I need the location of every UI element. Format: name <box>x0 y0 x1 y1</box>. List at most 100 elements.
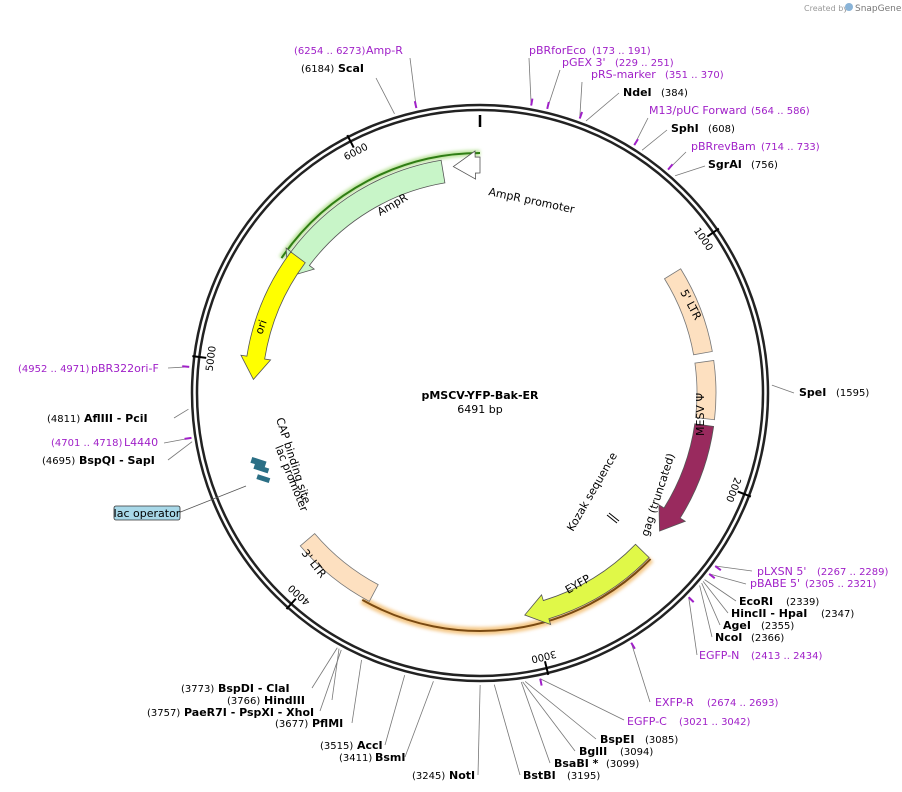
primer-name: pBABE 5' <box>750 577 800 590</box>
site-name: BspEI <box>600 733 634 746</box>
primer-pos: (351 .. 370) <box>665 70 724 81</box>
leader-line <box>771 384 795 394</box>
leader-lines <box>163 57 795 776</box>
site-name: BsmI <box>375 751 406 764</box>
site-pos: (384) <box>661 88 688 99</box>
primer-mark <box>578 111 584 119</box>
site-name: ScaI <box>338 62 364 75</box>
leader-line <box>528 57 532 106</box>
site-name: HindIII <box>264 694 305 707</box>
site-name: PflMI <box>312 717 343 730</box>
lac-operator-mark <box>256 474 271 484</box>
kozak-marker <box>606 512 620 524</box>
primer-mark <box>539 678 543 686</box>
leader-line <box>674 165 706 177</box>
leader-line <box>409 57 417 109</box>
primer-pos: (2413 .. 2434) <box>751 651 823 662</box>
site-pos: (3515) <box>320 741 353 752</box>
tick-label: 2000 <box>723 476 742 504</box>
primer-name: pBRforEco <box>529 44 586 57</box>
site-name: BglII <box>579 745 607 758</box>
primer-pos: (2267 .. 2289) <box>817 567 889 578</box>
primer-mark <box>667 163 674 171</box>
site-pos: (756) <box>751 160 778 171</box>
leader-line <box>702 581 729 614</box>
feature-gag <box>658 423 715 532</box>
site-pos: (2347) <box>821 609 854 620</box>
site-pos: (2339) <box>786 597 819 608</box>
site-name: NcoI <box>715 631 742 644</box>
leader-line <box>585 92 620 122</box>
site-name: BspQI - SapI <box>79 454 155 467</box>
primer-marks <box>182 98 722 686</box>
leader-line <box>404 681 434 758</box>
snapgene-logo-icon <box>845 3 853 11</box>
site-name: PaeR7I - PspXI - XhoI <box>184 706 314 719</box>
features <box>240 150 717 635</box>
tick-label: 6000 <box>342 142 370 163</box>
leader-line <box>688 597 698 656</box>
leader-line <box>699 585 713 638</box>
site-pos: (3094) <box>620 747 653 758</box>
site-pos: (3099) <box>606 759 639 770</box>
label-kozak: Kozak sequence <box>564 450 620 534</box>
credit-prefix: Created by <box>804 4 848 13</box>
site-pos: (6184) <box>301 64 334 75</box>
label-ori: ori <box>253 318 270 336</box>
leader-line <box>524 681 597 740</box>
site-pos: (4811) <box>47 414 80 425</box>
site-pos: (3677) <box>275 719 308 730</box>
site-pos: (3411) <box>339 753 372 764</box>
primer-mark <box>708 573 716 580</box>
primer-name: pLXSN 5' <box>757 565 806 578</box>
primer-pos: (564 .. 586) <box>751 106 810 117</box>
primer-mark <box>184 436 192 440</box>
site-pos: (1595) <box>836 388 869 399</box>
primer-pos: (4952 .. 4971) <box>18 364 90 375</box>
site-name: AflIII - PciI <box>84 412 148 425</box>
backbone <box>190 103 770 683</box>
site-pos: (608) <box>708 124 735 135</box>
site-pos: (3757) <box>147 708 180 719</box>
site-name: SgrAI <box>708 158 742 171</box>
site-name: NotI <box>449 769 475 782</box>
site-name: AgeI <box>723 619 751 632</box>
site-pos: (4695) <box>42 456 75 467</box>
lac-operator-leader <box>177 485 247 514</box>
eyfp-line <box>361 558 652 632</box>
primer-name: pBR322ori-F <box>91 362 159 375</box>
site-name: NdeI <box>623 86 652 99</box>
primer-name: EGFP-C <box>627 715 667 728</box>
primer-mark <box>630 642 636 650</box>
tick-mark <box>285 597 297 610</box>
leader-line <box>579 81 583 119</box>
leader-line <box>331 648 340 701</box>
leader-line <box>641 129 668 151</box>
leader-line <box>493 684 521 776</box>
site-pos: (3773) <box>181 684 214 695</box>
primer-name: M13/pUC Forward <box>649 104 747 117</box>
site-name: EcoRI <box>739 595 773 608</box>
leader-line <box>173 408 189 419</box>
backbone-inner <box>195 108 765 678</box>
site-name: BspDI - ClaI <box>218 682 290 695</box>
primer-mark <box>182 365 190 368</box>
feature-mesv <box>694 360 717 421</box>
tick-mark <box>346 134 355 149</box>
plasmid-name: pMSCV-YFP-Bak-ER <box>421 389 539 402</box>
feature-3ltr <box>299 533 379 602</box>
primer-name: pRS-marker <box>591 68 656 81</box>
leader-line <box>351 659 362 724</box>
leader-line <box>520 681 551 764</box>
lac-operator-box <box>113 505 181 521</box>
site-pos: (3245) <box>412 771 445 782</box>
feature-ori <box>240 251 306 381</box>
primer-name: Amp-R <box>366 44 403 57</box>
tick-label: 3000 <box>530 648 557 665</box>
leader-line <box>477 684 481 776</box>
cap-binding-site-mark <box>250 456 267 468</box>
site-name: BsaBI * <box>554 757 599 770</box>
leader-line <box>709 573 747 585</box>
leader-line <box>167 441 193 461</box>
ampr-line <box>280 152 481 259</box>
